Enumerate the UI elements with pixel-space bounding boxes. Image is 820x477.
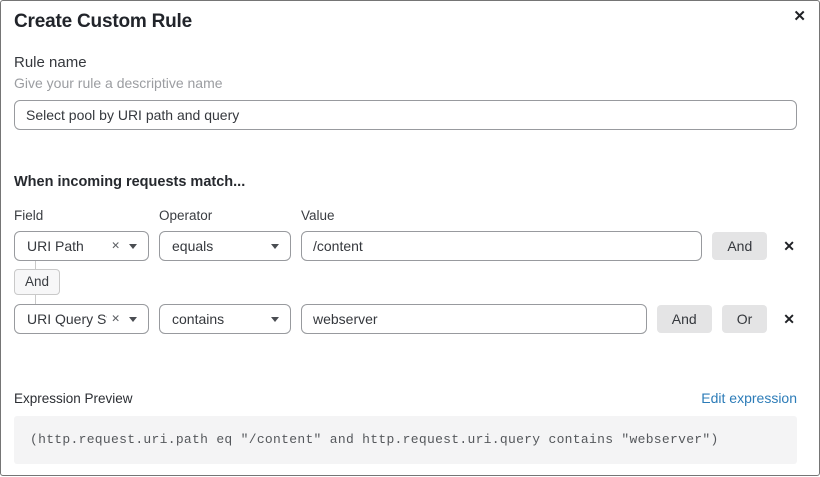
or-button[interactable]: Or — [721, 305, 768, 333]
chevron-down-icon — [271, 243, 279, 249]
match-section-heading: When incoming requests match... — [14, 174, 246, 190]
chevron-down-icon — [129, 316, 137, 322]
operator-dropdown[interactable]: equals — [159, 231, 291, 261]
dialog-title: Create Custom Rule — [14, 11, 192, 32]
rule-name-section: Rule name Give your rule a descriptive n… — [14, 54, 797, 130]
expression-code-block: (http.request.uri.path eq "/content" and… — [14, 416, 797, 464]
value-input[interactable] — [301, 304, 647, 334]
operator-dropdown[interactable]: contains — [159, 304, 291, 334]
operator-column-label: Operator — [159, 208, 213, 223]
field-column-label: Field — [14, 208, 44, 223]
connector-line — [35, 261, 36, 269]
clear-field-icon[interactable]: ✕ — [111, 312, 120, 325]
rule-name-input[interactable] — [14, 100, 797, 130]
expression-preview-label: Expression Preview — [14, 391, 133, 406]
and-connector: And — [14, 261, 797, 304]
operator-dropdown-value: equals — [172, 238, 214, 254]
condition-row-2: URI Query St... ✕ contains And Or ✕ — [14, 304, 797, 334]
and-connector-badge: And — [14, 269, 61, 295]
condition-column-labels: Field Operator Value — [14, 208, 797, 224]
rule-name-helper: Give your rule a descriptive name — [14, 75, 223, 91]
connector-line — [35, 295, 36, 304]
value-column-label: Value — [301, 208, 335, 223]
field-dropdown-value: URI Query St... — [27, 311, 107, 327]
value-input[interactable] — [301, 231, 703, 261]
field-dropdown-value: URI Path — [27, 238, 84, 254]
operator-dropdown-value: contains — [172, 311, 225, 327]
expression-preview-header: Expression Preview Edit expression — [14, 390, 797, 407]
field-dropdown[interactable]: URI Path ✕ — [14, 231, 149, 261]
chevron-down-icon — [271, 316, 279, 322]
clear-field-icon[interactable]: ✕ — [111, 239, 120, 252]
close-icon[interactable]: ✕ — [793, 8, 806, 25]
field-dropdown[interactable]: URI Query St... ✕ — [14, 304, 149, 334]
edit-expression-link[interactable]: Edit expression — [701, 390, 797, 406]
remove-condition-icon[interactable]: ✕ — [783, 238, 795, 254]
and-button[interactable]: And — [656, 305, 712, 333]
condition-row-1: URI Path ✕ equals And ✕ — [14, 231, 797, 261]
remove-condition-icon[interactable]: ✕ — [783, 311, 795, 327]
rule-name-label: Rule name — [14, 54, 87, 71]
and-button[interactable]: And — [712, 232, 768, 260]
expression-code: (http.request.uri.path eq "/content" and… — [30, 432, 719, 447]
chevron-down-icon — [129, 243, 137, 249]
